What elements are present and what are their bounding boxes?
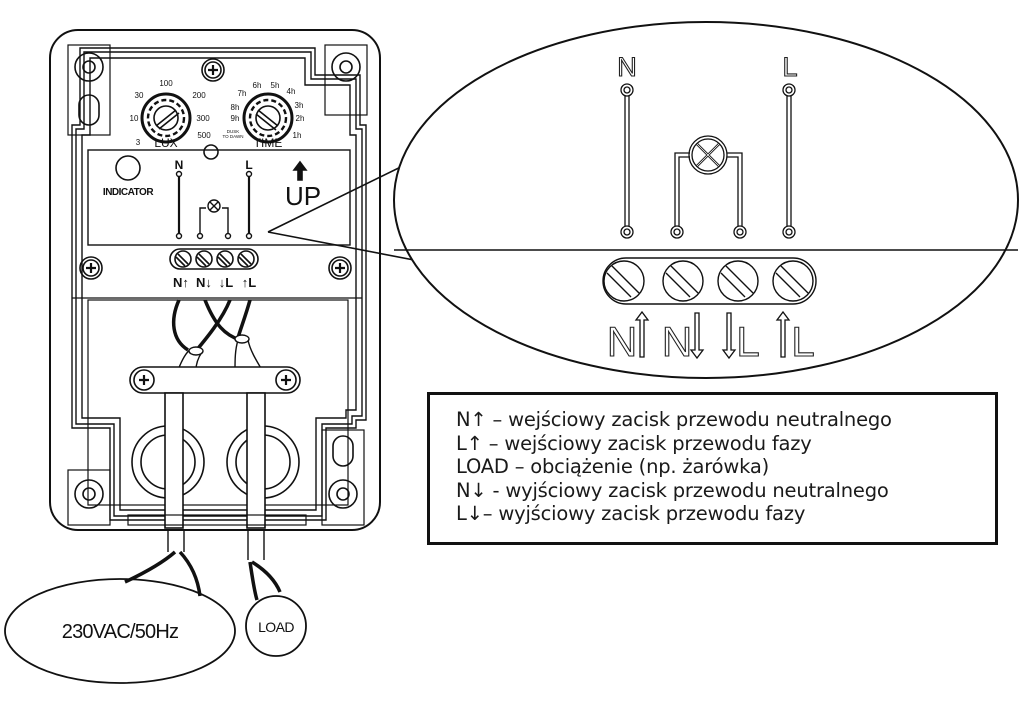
panel-schematic xyxy=(175,170,253,240)
panel-terminal-label: ↑L xyxy=(242,275,257,290)
legend-line-n-in: N↑ – wejściowy zacisk przewodu neutralne… xyxy=(456,408,892,431)
callout-schematic xyxy=(620,83,796,239)
arrow-up-icon xyxy=(634,310,650,358)
supply-label: 230VAC/50Hz xyxy=(62,621,178,643)
mounting-post-top-right xyxy=(324,44,368,116)
lux-tick: 10 xyxy=(130,114,139,123)
time-tick: 7h xyxy=(238,89,247,98)
callout-n-label: N xyxy=(617,52,637,82)
lux-tick: 3 xyxy=(136,138,141,147)
time-tick-dusk: TO DAWN xyxy=(223,134,244,139)
callout-terminal-letter: L xyxy=(736,318,759,365)
lux-tick: 200 xyxy=(192,91,206,100)
callout-terminal-letter: N xyxy=(662,318,692,365)
time-dial xyxy=(242,92,294,144)
time-tick-dusk: DUSK xyxy=(227,129,240,134)
load-label: LOAD xyxy=(258,619,294,635)
time-tick: 9h xyxy=(231,114,240,123)
legend-line-load: LOAD – obciążenie (np. żarówka) xyxy=(456,455,769,478)
up-arrow-icon xyxy=(292,160,308,181)
internal-wires xyxy=(171,299,252,354)
time-tick: 8h xyxy=(231,103,240,112)
panel-n-label: N xyxy=(175,158,184,172)
led-window xyxy=(203,144,219,160)
callout-l-label: L xyxy=(782,52,797,82)
cables xyxy=(164,392,266,529)
screw-left xyxy=(79,256,103,280)
indicator-label: INDICATOR xyxy=(103,187,154,198)
mounting-post-bottom-right xyxy=(321,429,365,526)
callout-terminal-letter: N xyxy=(607,318,637,365)
legend-box: N↑ – wejściowy zacisk przewodu neutralne… xyxy=(427,392,998,545)
front-panel xyxy=(87,149,351,246)
callout-ellipse xyxy=(393,21,1019,379)
load-circle xyxy=(245,595,307,657)
cable-clamp xyxy=(129,366,301,394)
panel-terminal-label: ↓L xyxy=(219,275,234,290)
legend-line-n-out: N↓ - wyjściowy zacisk przewodu neutralne… xyxy=(456,478,889,502)
callout-terminal-arrows xyxy=(634,310,791,360)
panel-l-label: L xyxy=(245,158,252,172)
panel-terminal-label: N↑ xyxy=(173,275,189,290)
arrow-down-icon xyxy=(721,312,737,360)
callout-terminal-letter: L xyxy=(791,318,814,365)
legend-line-l-in: L↑ – wejściowy zacisk przewodu fazy xyxy=(456,431,812,455)
lux-tick: 100 xyxy=(159,79,173,88)
time-tick: 1h xyxy=(293,131,302,140)
time-tick: 4h xyxy=(287,87,296,96)
lux-tick: 500 xyxy=(197,131,211,140)
screw-top xyxy=(201,58,225,82)
lux-dial xyxy=(140,92,192,144)
callout-pointer-top xyxy=(267,159,416,233)
legend-line-l-out: L↓– wyjściowy zacisk przewodu fazy xyxy=(456,502,806,525)
lux-tick: 300 xyxy=(196,114,210,123)
mounting-post-top-left xyxy=(67,44,111,136)
callout-terminal-block xyxy=(602,257,817,305)
arrow-down-icon xyxy=(689,312,705,360)
indicator-icon xyxy=(115,155,141,181)
external-cables xyxy=(124,530,282,601)
time-tick: 6h xyxy=(253,81,262,90)
terminal-block xyxy=(169,248,259,270)
time-tick: 5h xyxy=(271,81,280,90)
arrow-up-icon xyxy=(775,310,791,358)
lux-label: LUX xyxy=(154,136,177,150)
time-tick: 3h xyxy=(295,101,304,110)
mounting-post-bottom-left xyxy=(67,469,111,526)
cable-sleeves xyxy=(177,334,263,371)
up-label: UP xyxy=(285,181,321,211)
panel-terminal-label: N↓ xyxy=(196,275,212,290)
housing-bottom-edge xyxy=(127,514,307,526)
screw-right xyxy=(328,256,352,280)
cable-glands xyxy=(131,425,300,499)
time-label: TIME xyxy=(254,136,283,150)
lux-tick: 30 xyxy=(135,91,144,100)
supply-ellipse xyxy=(4,578,236,684)
time-tick: 2h xyxy=(296,114,305,123)
